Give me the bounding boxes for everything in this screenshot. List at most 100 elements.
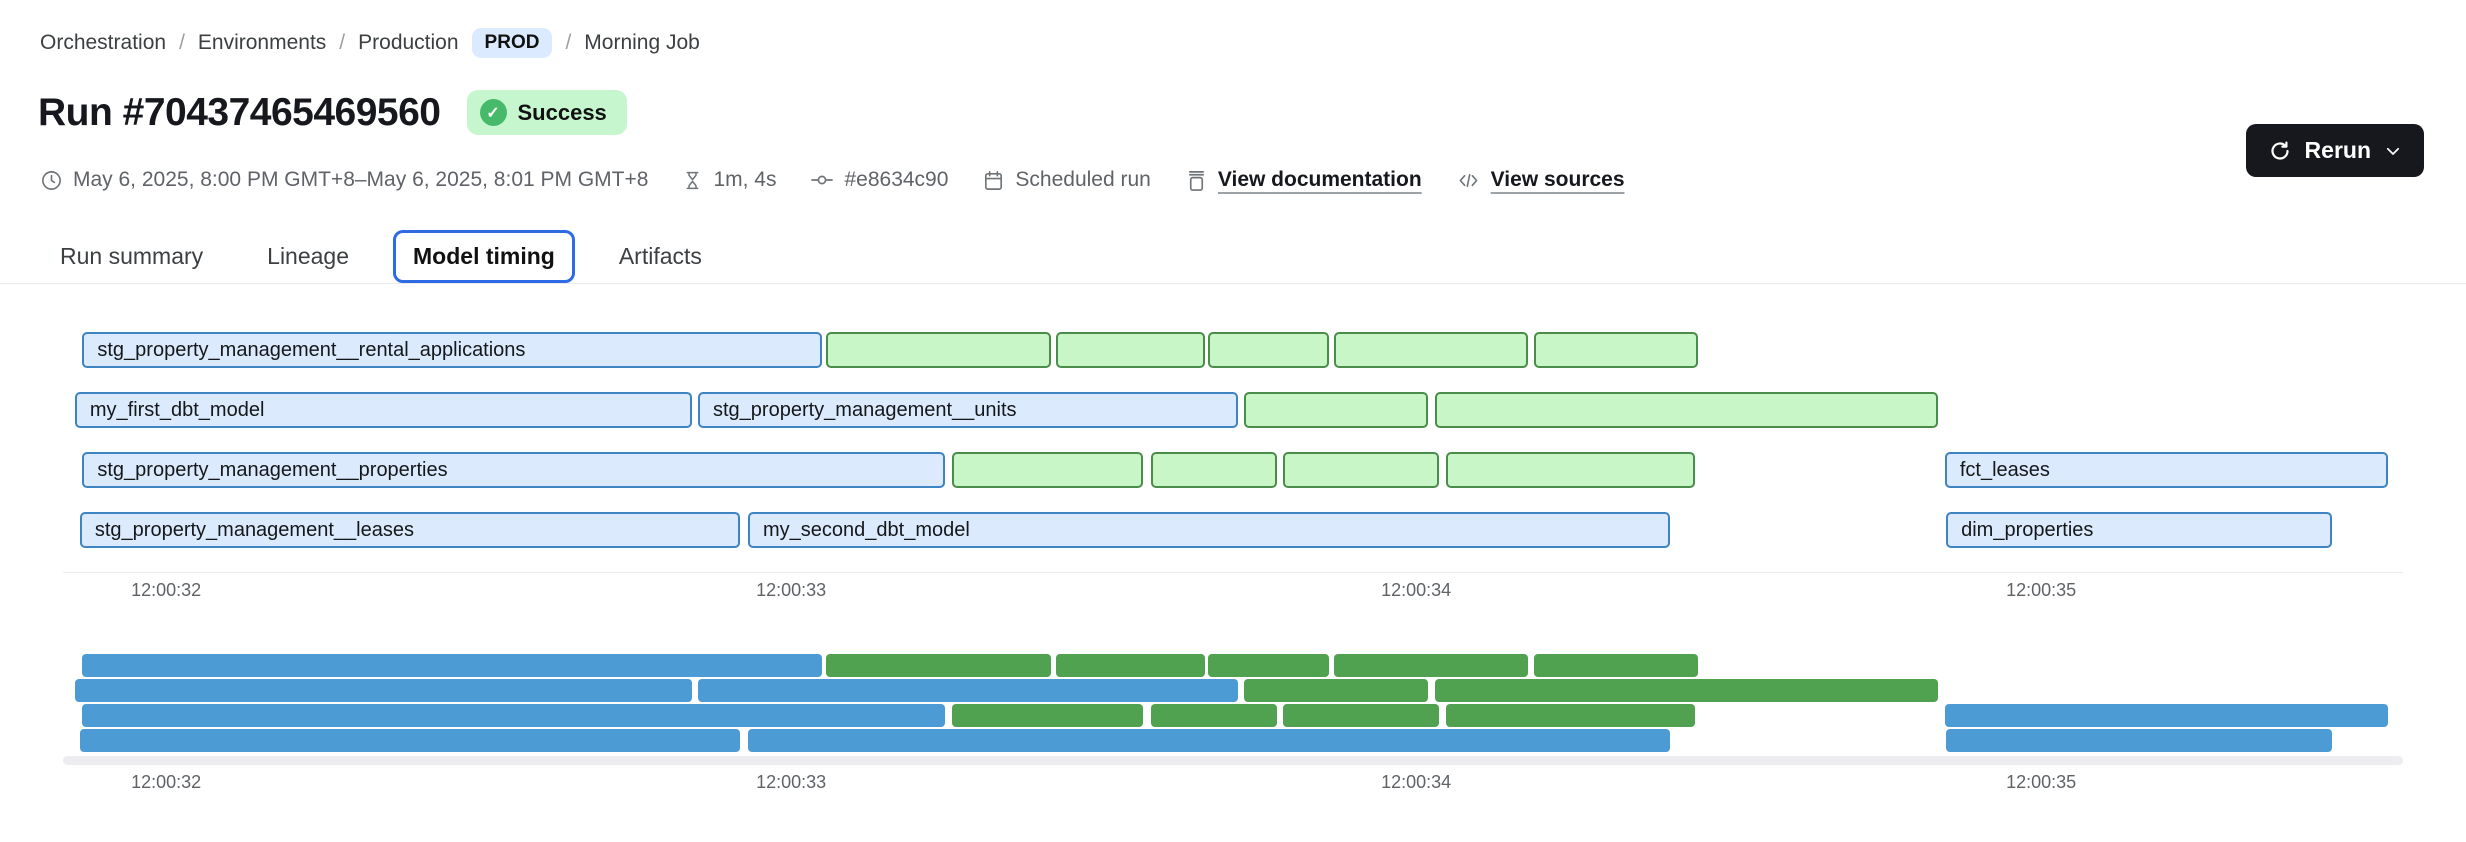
tab-model-timing[interactable]: Model timing [393,230,575,283]
model-bar-segment[interactable] [952,452,1143,488]
model-bar-segment[interactable] [1434,392,1938,428]
model-bar-fct_leases[interactable]: fct_leases [1944,452,2388,488]
minimap-bar [748,729,1670,752]
model-bar-stg_property_management__units[interactable]: stg_property_management__units [698,392,1238,428]
model-bar-my_second_dbt_model[interactable]: my_second_dbt_model [748,512,1670,548]
view-documentation-link[interactable]: View documentation [1217,168,1422,191]
breadcrumb-environments[interactable]: Environments [197,31,327,54]
tab-bar: Run summary Lineage Model timing Artifac… [40,230,722,283]
code-icon [1459,173,1478,187]
gantt-row: stg_property_management__leases my_second… [63,512,2403,548]
tab-run-summary[interactable]: Run summary [60,243,204,269]
minimap-bar [82,704,945,727]
minimap-scroll-track[interactable] [63,756,2403,765]
calendar-icon [985,170,1003,190]
commit-hash: #e8634c90 [810,168,948,192]
time-tick: 12:00:34 [1381,772,1452,792]
model-bar-stg_property_management__properties[interactable]: stg_property_management__properties [82,452,945,488]
status-badge: ✓ Success [466,90,627,135]
view-documentation[interactable]: View documentation [1185,168,1422,192]
commit-hash-label: #e8634c90 [844,168,949,191]
time-tick: 12:00:32 [131,772,202,792]
tab-artifacts[interactable]: Artifacts [618,243,702,269]
gantt-bottom-divider [63,572,2403,573]
tab-lineage[interactable]: Lineage [267,243,350,269]
success-check-icon: ✓ [479,99,507,126]
breadcrumb-orchestration[interactable]: Orchestration [40,31,167,54]
model-bar-label: stg_property_management__units [713,399,1017,421]
breadcrumb-morning-job[interactable]: Morning Job [584,31,700,54]
breadcrumb-separator: / [339,31,346,54]
model-bar-segment[interactable] [826,332,1052,368]
minimap-bar [1944,704,2388,727]
minimap-bar [1244,679,1428,702]
clock-icon [42,170,61,190]
page-title: Run #70437465469560 [38,90,441,134]
time-tick: 12:00:35 [2006,772,2077,792]
view-sources[interactable]: View sources [1456,168,1625,192]
title-row: Run #70437465469560 ✓ Success [38,90,627,135]
model-bar-segment[interactable] [1208,332,1330,368]
time-tick: 12:00:33 [756,580,827,600]
run-duration: 1m, 4s [682,168,776,192]
minimap-bar [1283,704,1440,727]
minimap-bar [1056,654,1205,677]
time-axis-minimap: 12:00:32 12:00:33 12:00:34 12:00:35 [63,772,2403,796]
model-bar-stg_property_management__rental_applications[interactable]: stg_property_management__rental_applicat… [82,332,823,368]
minimap-bar [1534,654,1698,677]
time-tick: 12:00:32 [131,580,202,600]
minimap-bar [1434,679,1938,702]
model-bar-segment[interactable] [1056,332,1205,368]
rerun-button[interactable]: Rerun [2245,124,2424,177]
model-bar-label: stg_property_management__properties [97,459,448,481]
model-bar-label: stg_property_management__rental_applicat… [97,339,526,361]
minimap-row [63,704,2403,727]
minimap-bar [1446,704,1695,727]
time-tick: 12:00:35 [2006,580,2077,600]
environment-badge: PROD [471,28,553,58]
gantt-row: my_first_dbt_model stg_property_managemen… [63,392,2403,428]
gantt-row: stg_property_management__properties fct_l… [63,452,2403,488]
model-bar-label: my_second_dbt_model [763,519,970,541]
minimap-row [63,729,2403,752]
model-bar-my_first_dbt_model[interactable]: my_first_dbt_model [74,392,693,428]
run-time-range-label: May 6, 2025, 8:00 PM GMT+8–May 6, 2025, … [73,168,649,191]
run-time-range: May 6, 2025, 8:00 PM GMT+8–May 6, 2025, … [40,168,648,192]
model-bar-label: my_first_dbt_model [89,399,265,421]
model-bar-segment[interactable] [1534,332,1698,368]
run-duration-label: 1m, 4s [713,168,777,191]
model-bar-label: stg_property_management__leases [94,519,414,541]
model-bar-segment[interactable] [1151,452,1278,488]
minimap-row [63,654,2403,677]
tab-bar-divider [0,283,2466,284]
model-bar-segment[interactable] [1283,452,1440,488]
documentation-icon [1188,170,1204,191]
status-badge-label: Success [517,99,607,125]
time-tick: 12:00:33 [756,772,827,792]
minimap-row [63,679,2403,702]
model-bar-dim_properties[interactable]: dim_properties [1946,512,2333,548]
minimap-bar [1946,729,2333,752]
breadcrumb-separator: / [179,31,185,54]
breadcrumb-production[interactable]: Production [358,31,459,54]
model-bar-segment[interactable] [1334,332,1528,368]
minimap-bar [826,654,1052,677]
model-bar-segment[interactable] [1244,392,1428,428]
run-trigger-label: Scheduled run [1015,168,1151,191]
hourglass-icon [686,171,699,189]
gantt-row: stg_property_management__rental_applicat… [63,332,2403,368]
minimap-bar [1151,704,1278,727]
gantt-minimap[interactable] [63,654,2403,754]
minimap-bar [79,729,740,752]
model-bar-stg_property_management__leases[interactable]: stg_property_management__leases [79,512,740,548]
model-bar-label: fct_leases [1959,459,2050,481]
minimap-bar [1334,654,1528,677]
commit-icon [811,175,834,185]
view-sources-link[interactable]: View sources [1490,168,1625,191]
chevron-down-icon[interactable] [2384,142,2402,160]
model-bar-label: dim_properties [1961,519,2094,541]
model-bar-segment[interactable] [1446,452,1695,488]
minimap-bar [82,654,823,677]
